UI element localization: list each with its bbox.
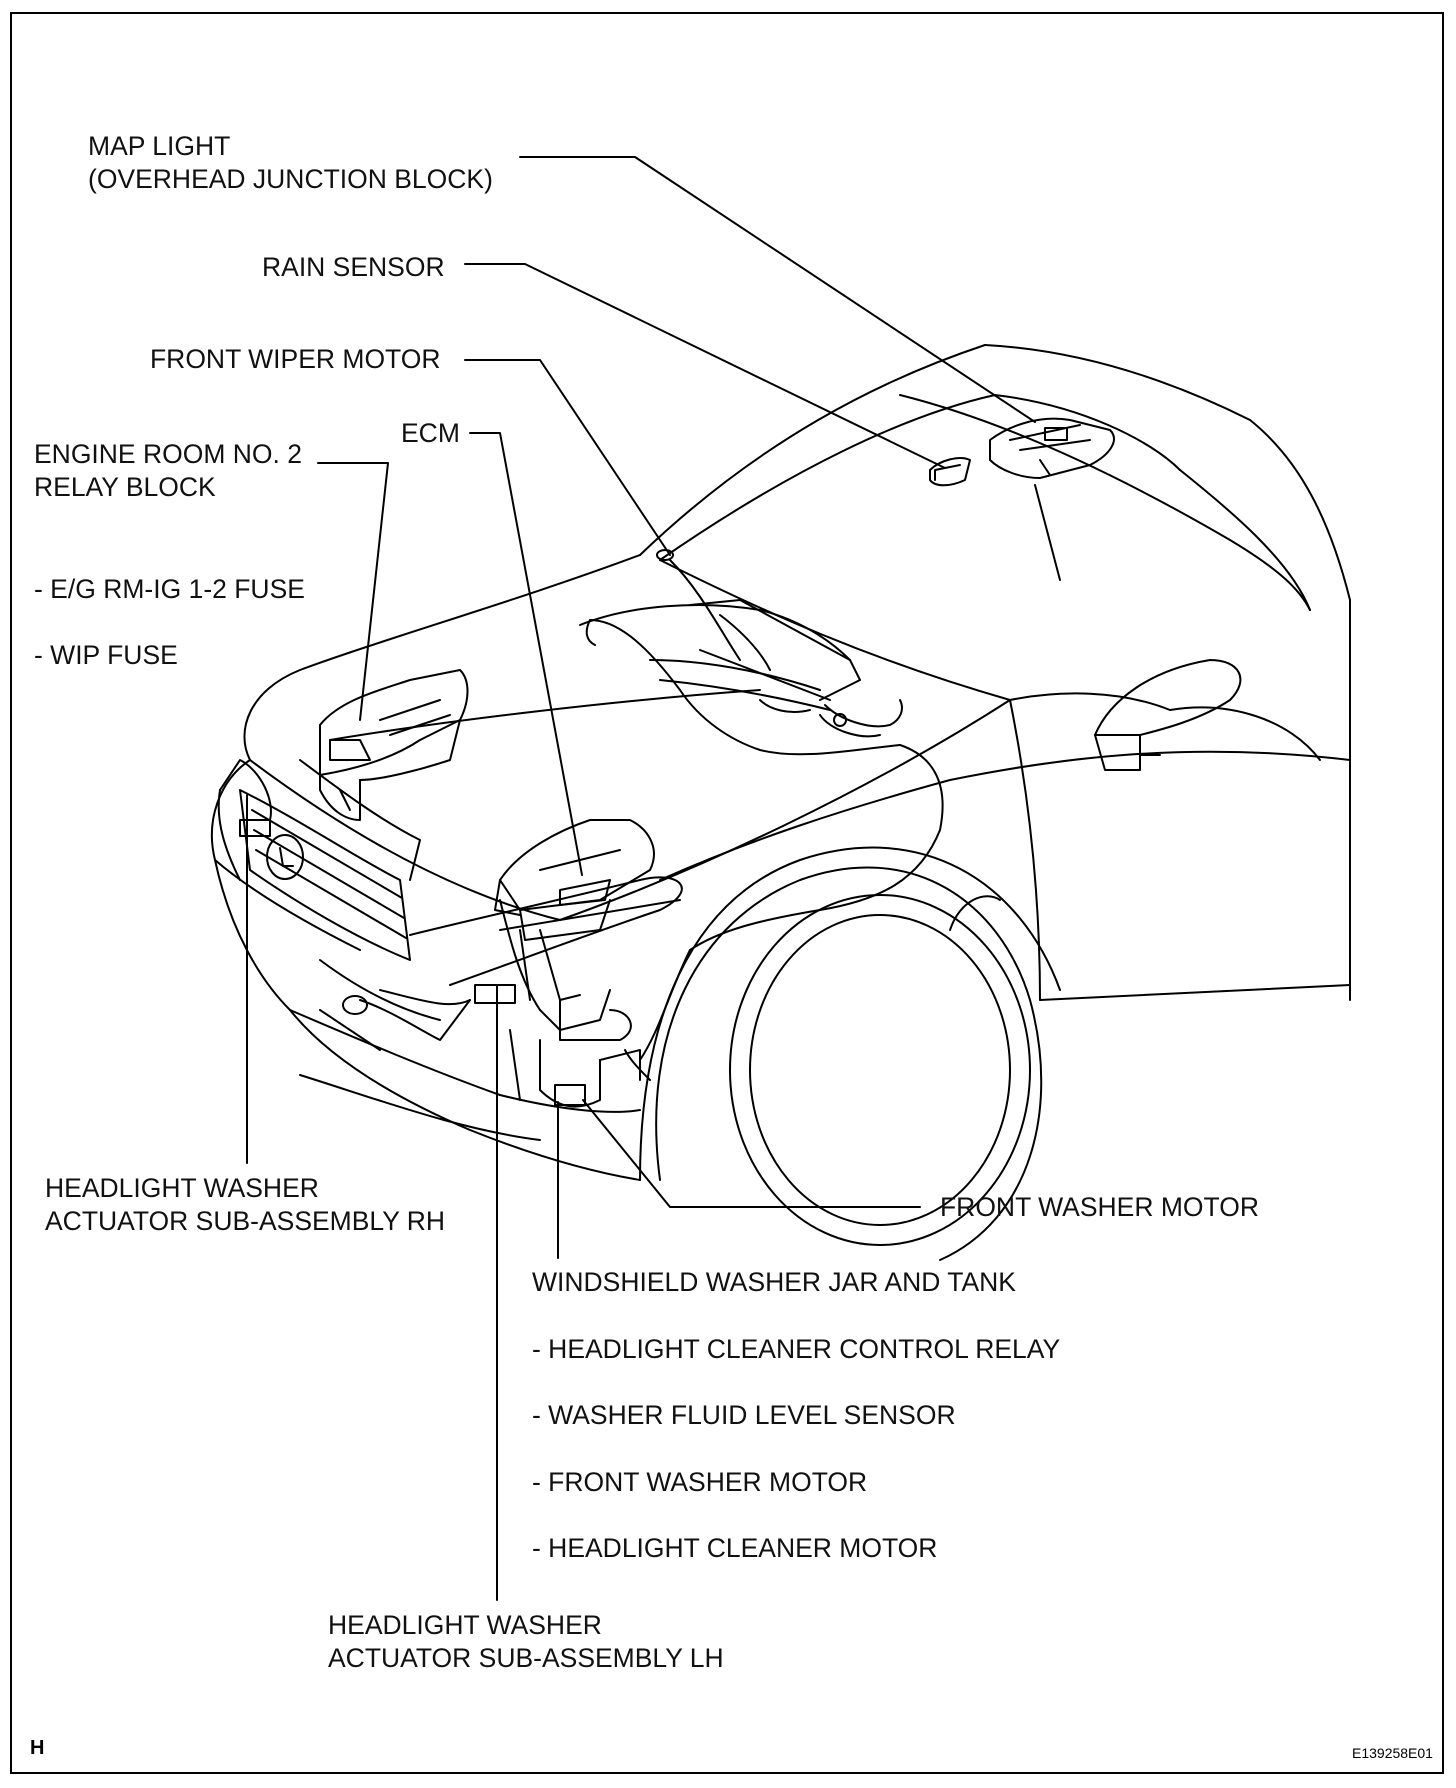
label-rain-sensor: RAIN SENSOR [262,252,445,282]
headlight-lh [409,876,683,986]
label-jar-item-1: - HEADLIGHT CLEANER CONTROL RELAY [532,1334,1061,1364]
label-hl-washer-rh-line2: ACTUATOR SUB-ASSEMBLY RH [45,1206,446,1236]
label-front-wiper-motor: FRONT WIPER MOTOR [150,344,441,374]
label-jar-item-4: - HEADLIGHT CLEANER MOTOR [532,1533,938,1563]
leader-map-light [519,156,1036,423]
side-mirror [1094,659,1242,771]
label-jar-item-3: - FRONT WASHER MOTOR [532,1467,868,1497]
label-fuse-wip: - WIP FUSE [34,640,178,670]
windshield-outline [639,344,1311,611]
label-hl-washer-lh-line2: ACTUATOR SUB-ASSEMBLY LH [328,1643,724,1673]
label-relay-block-line2: RELAY BLOCK [34,472,216,502]
corner-mark: H [30,1737,45,1759]
label-map-light: MAP LIGHT (OVERHEAD JUNCTION BLOCK) [88,130,493,196]
label-hl-washer-lh-line1: HEADLIGHT WASHER [328,1610,602,1640]
label-relay-block-line1: ENGINE ROOM NO. 2 [34,439,302,469]
label-front-washer-motor: FRONT WASHER MOTOR [940,1192,1259,1222]
relay-block-component [319,669,469,821]
label-fuse-eg-rm-ig: - E/G RM-IG 1-2 FUSE [34,574,305,604]
label-map-light-line2: (OVERHEAD JUNCTION BLOCK) [88,164,493,194]
rain-sensor-component [929,457,971,487]
label-relay-block: ENGINE ROOM NO. 2 RELAY BLOCK [34,438,302,504]
label-map-light-line1: MAP LIGHT [88,131,231,161]
leader-front-washer-motor [582,1099,921,1208]
body-side-outline [659,599,1351,1001]
washer-jar-component [474,899,651,1108]
front-wheel [639,846,1061,1261]
leader-ecm [469,432,583,876]
roof-outline [984,344,1351,601]
hood-outline [243,554,1171,921]
grille [239,759,421,961]
front-bumper [210,759,641,1181]
leader-lines [246,156,1036,1601]
diagram-frame [10,12,1444,1774]
headlight-rh [217,759,272,881]
label-hl-washer-lh: HEADLIGHT WASHER ACTUATOR SUB-ASSEMBLY L… [328,1609,724,1675]
label-ecm: ECM [401,418,460,448]
leader-front-wiper-motor [464,359,671,556]
figure-code: E139258E01 [1352,1745,1433,1761]
leader-rain-sensor [464,263,946,469]
map-light-component [989,417,1115,479]
label-washer-jar: WINDSHIELD WASHER JAR AND TANK [532,1267,1016,1297]
leader-relay-block [317,462,389,721]
wiper-linkage [579,549,903,738]
label-hl-washer-rh-line1: HEADLIGHT WASHER [45,1173,319,1203]
label-jar-item-2: - WASHER FLUID LEVEL SENSOR [532,1400,956,1430]
washer-hose [379,619,944,1061]
label-hl-washer-rh: HEADLIGHT WASHER ACTUATOR SUB-ASSEMBLY R… [45,1172,445,1238]
